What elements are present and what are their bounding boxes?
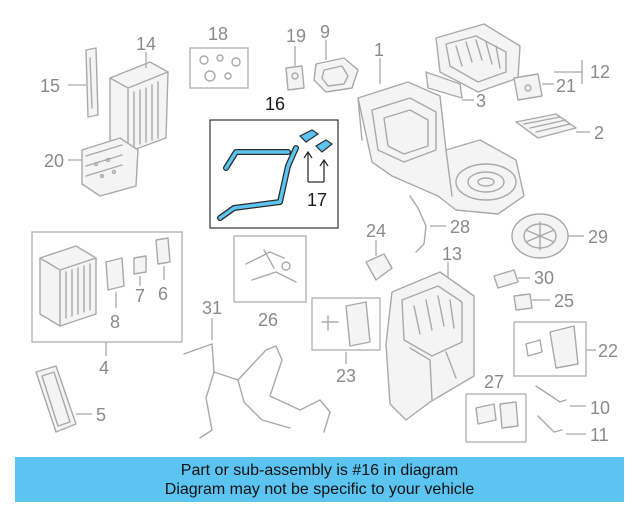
callout-29: 29 <box>588 227 608 247</box>
callout-6: 6 <box>158 284 168 304</box>
callout-5: 5 <box>96 405 106 425</box>
part-21-actuator[interactable]: 21 <box>513 73 576 101</box>
part-27-clips[interactable]: 27 <box>465 372 527 443</box>
callout-3: 3 <box>476 91 486 111</box>
callout-1: 1 <box>374 40 384 60</box>
part-2-cabin-filter[interactable]: 2 <box>515 113 604 143</box>
part-29-blower[interactable]: 29 <box>511 213 608 259</box>
callout-31: 31 <box>202 298 222 318</box>
part-13-lower-case[interactable]: 13 <box>385 244 475 421</box>
info-banner: Part or sub-assembly is #16 in diagram D… <box>15 457 624 502</box>
part-20-heater-core[interactable]: 20 <box>44 137 139 197</box>
callout-23: 23 <box>336 366 356 386</box>
callout-16: 16 <box>265 94 285 114</box>
part-1-hvac-case[interactable]: 1 <box>357 40 525 215</box>
part-24-sensor[interactable]: 24 <box>365 221 393 281</box>
part-19-bracket[interactable]: 19 <box>285 26 306 91</box>
callout-2: 2 <box>594 123 604 143</box>
callout-13: 13 <box>442 244 462 264</box>
callout-30: 30 <box>534 268 554 288</box>
part-31-wire-harness[interactable]: 31 <box>183 298 331 439</box>
part-10-sensor[interactable]: 10 <box>535 385 610 418</box>
callout-19: 19 <box>286 26 306 46</box>
part-5-seal[interactable]: 5 <box>35 365 106 433</box>
callout-26: 26 <box>258 310 278 330</box>
callout-8: 8 <box>110 312 120 332</box>
banner-line-2: Diagram may not be specific to your vehi… <box>164 481 475 498</box>
callout-17: 17 <box>307 190 327 210</box>
callout-24: 24 <box>366 221 386 241</box>
part-9-seal[interactable]: 9 <box>313 22 359 93</box>
part-16-group[interactable]: 16 17 <box>209 94 339 229</box>
callout-10: 10 <box>590 398 610 418</box>
callout-22: 22 <box>598 341 618 361</box>
parts-diagram: 15 14 20 18 19 <box>31 22 618 445</box>
callout-15: 15 <box>40 76 60 96</box>
part-22-housing-kit[interactable]: 22 <box>513 321 618 377</box>
part-3-lever[interactable]: 3 <box>425 71 486 111</box>
part-18-hardware-kit[interactable]: 18 <box>189 24 249 89</box>
callout-18: 18 <box>208 24 228 44</box>
callout-25: 25 <box>554 291 574 311</box>
callout-7: 7 <box>135 286 145 306</box>
part-23-bracket-kit[interactable]: 23 <box>311 297 381 386</box>
callout-11: 11 <box>590 425 609 445</box>
callout-27: 27 <box>484 372 504 392</box>
part-11-sensor[interactable]: 11 <box>537 415 609 445</box>
part-15-bracket[interactable]: 15 <box>40 47 99 118</box>
callout-28: 28 <box>450 217 470 237</box>
callout-20: 20 <box>44 151 64 171</box>
banner-line-1: Part or sub-assembly is #16 in diagram <box>180 462 459 479</box>
callout-21: 21 <box>556 76 576 96</box>
part-30-resistor[interactable]: 30 <box>493 268 554 289</box>
part-12-case-upper[interactable]: 12 <box>435 23 610 93</box>
part-25-clip[interactable]: 25 <box>513 291 574 311</box>
part-4-expansion-group[interactable]: 8 7 6 4 <box>31 231 183 378</box>
part-28-hose[interactable]: 28 <box>409 195 470 253</box>
callout-14: 14 <box>136 34 156 54</box>
part-14-evaporator[interactable]: 14 <box>109 34 169 153</box>
callout-9: 9 <box>320 22 330 42</box>
part-26-linkage[interactable]: 26 <box>233 235 307 330</box>
callout-12: 12 <box>590 62 610 82</box>
callout-4: 4 <box>99 358 109 378</box>
